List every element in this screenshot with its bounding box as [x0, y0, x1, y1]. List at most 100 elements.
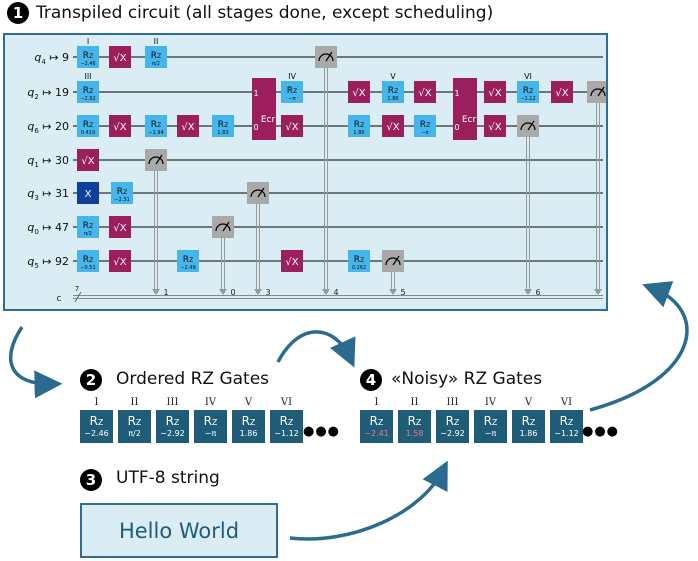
rz-angle-value: 1.86 [519, 428, 538, 438]
measure-gate [145, 149, 167, 171]
arrow-ordered-to-noisy [276, 330, 356, 368]
sx-gate [109, 115, 131, 137]
sx-gate-label: √X [386, 122, 399, 133]
rz-angle-value: −2.46 [84, 428, 109, 438]
step-4-badge: 4 [360, 369, 382, 391]
noisy-rz-tag: III [446, 397, 459, 408]
measurement-arrowhead [219, 289, 227, 295]
sx-gate [484, 115, 506, 137]
step-2-title: Ordered RZ Gates [116, 369, 270, 389]
ordered-rz-gate: RZ−2.46 [80, 410, 113, 443]
rz-gate-label: RZ [151, 120, 161, 130]
rz-gate [281, 81, 303, 103]
noisy-rz-tag: I [374, 397, 379, 408]
utf8-string-box: Hello World [80, 503, 278, 558]
rz-gate-label: RZ [388, 86, 398, 96]
measure-gate [247, 182, 269, 204]
rz-angle-value: −2.92 [80, 96, 95, 102]
sx-gate [281, 250, 303, 272]
ordered-rz-gate: RZ−2.92 [156, 410, 189, 443]
noisy-rz-tag: VI [560, 397, 573, 408]
ecr-port-label: 0 [253, 123, 258, 132]
ordered-rz-tag: II [130, 397, 139, 408]
ordered-rz-gate: RZ−1.12 [270, 410, 303, 443]
rz-gate-label: RZ [354, 255, 364, 265]
measurement-bit-label: 5 [400, 288, 405, 297]
meter-icon [520, 122, 536, 131]
rz-gate-label: RZ [83, 51, 93, 61]
rz-angle-value: 1.86 [239, 428, 258, 438]
ecr-port-label: 1 [454, 89, 459, 98]
rz-angle-value: 0.419 [81, 130, 95, 136]
rz-gate-label: RZ [83, 120, 93, 130]
qubit-label: q0 ↦ 47 [27, 221, 69, 236]
rz-order-tag: II [154, 37, 159, 46]
step-2-badge: 2 [80, 369, 102, 391]
meter-icon [148, 156, 164, 165]
noisy-rz-6: VI RZ−1.12 [550, 396, 583, 443]
noisy-rz-tag: V [524, 397, 533, 408]
measure-gate [517, 115, 539, 137]
sx-gate-label: √X [81, 156, 94, 167]
rz-gate [145, 115, 167, 137]
rz-gate-label: RZ [559, 413, 574, 428]
sx-gate-label: √X [113, 223, 126, 234]
ecr-gate-label: Ecr [261, 115, 276, 125]
ordered-rz-gate: RZ−π [194, 410, 227, 443]
noisy-rz-tag: II [410, 397, 419, 408]
rz-gate-label: RZ [127, 413, 142, 428]
measurement-bit-label: 3 [265, 288, 270, 297]
sx-gate-label: √X [285, 122, 298, 133]
ecr-gate [252, 78, 276, 140]
measure-gate [212, 216, 234, 238]
measurement-arrowhead [524, 289, 532, 295]
rz-gate [414, 115, 436, 137]
rz-gate-label: RZ [83, 255, 93, 265]
rz-angle-value: −π [288, 96, 295, 102]
classical-wire-slash [74, 291, 82, 303]
ordered-rz-tag: IV [204, 397, 217, 408]
ecr-gate [453, 78, 477, 140]
rz-angle-value: −π [204, 428, 217, 438]
step-3-title: UTF-8 string [116, 468, 220, 488]
sx-gate-label: √X [488, 88, 501, 99]
sx-gate-label: √X [418, 88, 431, 99]
measurement-bit-label: 1 [163, 288, 168, 297]
rz-order-tag: I [87, 37, 89, 46]
rz-order-tag: III [84, 72, 91, 81]
measurement-arrowhead [152, 289, 160, 295]
meter-needle [392, 255, 400, 266]
meter-needle [597, 86, 605, 97]
rz-angle-value: π/2 [84, 231, 92, 237]
rz-gate-label: RZ [521, 413, 536, 428]
rz-order-tag: VI [524, 72, 532, 81]
rz-angle-value: −2.92 [440, 428, 465, 438]
rz-gate [348, 115, 370, 137]
rz-gate [77, 216, 99, 238]
qubit-label: q3 ↦ 31 [27, 187, 69, 202]
noisy-rz-gate: RZ−π [474, 410, 507, 443]
noisy-rz-gate: RZ−1.12 [550, 410, 583, 443]
sx-gate-label: √X [352, 88, 365, 99]
measurement-arrowhead [254, 289, 262, 295]
meter-needle [222, 221, 230, 232]
measurement-bit-label: 0 [230, 288, 235, 297]
qubit-label: q6 ↦ 20 [27, 120, 69, 135]
sx-gate-label: √X [285, 257, 298, 268]
rz-gate [111, 182, 133, 204]
rz-gate-label: RZ [241, 413, 256, 428]
rz-angle-value: −1.94 [148, 130, 163, 136]
classical-width-label: 7 [75, 285, 79, 293]
measurement-arrowhead [389, 289, 397, 295]
measurement-bit-label: 6 [535, 288, 540, 297]
ordered-rz-ellipsis: ●●● [303, 424, 341, 439]
rz-angle-value: −0.51 [80, 265, 95, 271]
